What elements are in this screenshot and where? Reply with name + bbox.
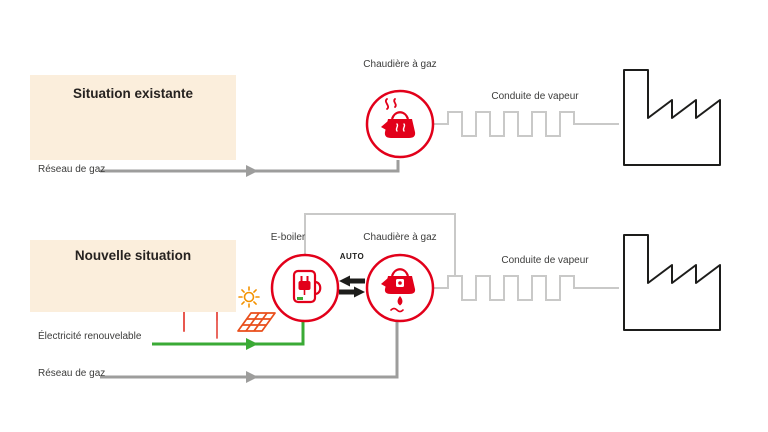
gas-pipeline-bottom [100,322,399,379]
renewable-electricity-label: Électricité renouvelable [38,331,142,342]
factory-icon-top [623,69,721,166]
existing-situation-title: Situation existante [72,86,194,101]
factory-icon-bottom [623,234,721,331]
steam-pipe-bottom [433,275,619,301]
eboiler-label: E-boiler [270,232,306,243]
solar-panel-icon [237,312,276,332]
gas-arrow-top-icon [246,165,258,177]
kettle-with-flame-icon [381,268,416,313]
steam-pipe-top [433,111,619,137]
steam-conduit-label-bottom: Conduite de vapeur [501,255,589,266]
gas-boiler-label-bottom: Chaudière à gaz [363,232,437,243]
renewable-arrow-icon [246,338,258,350]
eboiler-steam-connector [304,213,456,277]
gas-boiler-label-top: Chaudière à gaz [363,59,437,70]
renewable-electricity-line [152,322,305,346]
gas-arrow-bottom-icon [246,371,258,383]
steam-conduit-label-top: Conduite de vapeur [491,91,579,102]
new-situation-panel: Nouvelle situation [30,240,236,312]
electric-kettle-plug-icon [292,269,322,304]
sun-icon [238,286,260,308]
auto-label: AUTO [339,252,365,261]
gas-pipeline-top [100,160,400,173]
kettle-with-steam-icon [381,98,416,138]
auto-switch-arrows-icon [339,275,365,298]
new-situation-title: Nouvelle situation [74,248,192,263]
existing-situation-panel: Situation existante [30,75,236,160]
gas-network-label-bottom: Réseau de gaz [38,368,106,379]
gas-network-label-top: Réseau de gaz [38,164,106,175]
